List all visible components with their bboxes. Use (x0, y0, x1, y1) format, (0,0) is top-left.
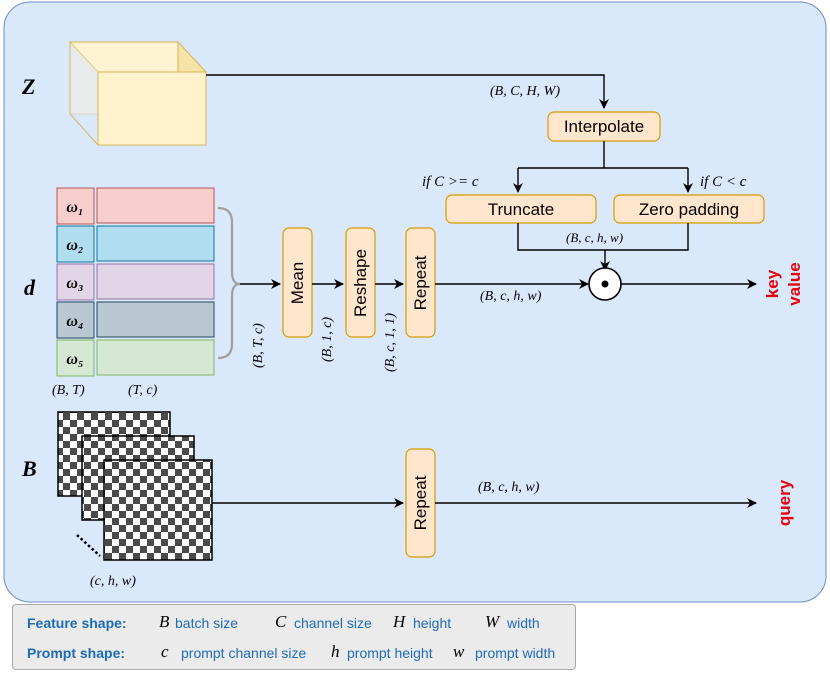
weight-label-3: ω₃ (66, 275, 83, 292)
embedding-row-3 (96, 263, 215, 300)
output-value: value (785, 262, 804, 305)
reshape-label: Reshape (351, 249, 370, 317)
condition-lt: if C < c (700, 174, 747, 190)
legend-prompt-row: Prompt shape: c prompt channel size h pr… (13, 641, 575, 665)
input-z-label: Z (21, 74, 35, 99)
legend-sym-b: B (159, 612, 170, 631)
emb-col-shape: (T, c) (128, 383, 158, 398)
weight-label-1: ω₁ (66, 199, 83, 216)
output-key: key (763, 269, 782, 298)
weight-label-5: ω₅ (66, 351, 83, 368)
input-d-label: d (24, 275, 36, 300)
weight-cell-2 (56, 225, 95, 263)
input-b-label: B (21, 456, 37, 481)
condition-ge: if C >= c (422, 174, 479, 190)
interpolate-label: Interpolate (564, 117, 644, 136)
legend-prompt-label: Prompt shape: (27, 645, 126, 661)
hadamard-dot (601, 280, 609, 288)
legend-sym-w: w (453, 642, 465, 661)
interp-out-shape: (B, c, h, w) (566, 230, 623, 245)
legend-feature-label: Feature shape: (27, 615, 127, 631)
zero-padding-box (613, 194, 765, 224)
embedding-row-1 (96, 187, 215, 224)
mean-box (282, 227, 313, 338)
legend-desc-c: prompt channel size (181, 645, 307, 661)
repeat-label: Repeat (411, 255, 430, 310)
legend-sym-w-upper: W (485, 612, 500, 631)
mean-label: Mean (288, 262, 307, 305)
weight-cell-5 (56, 339, 95, 377)
bc11-shape: (B, c, 1, 1) (383, 313, 398, 372)
b1c-shape: (B, 1, c) (320, 317, 335, 362)
zero-padding-label: Zero padding (639, 200, 739, 219)
feature-cube-icon (68, 40, 208, 147)
embedding-row-2 (96, 225, 215, 262)
prompt-shape-label: (c, h, w) (90, 574, 136, 589)
legend-desc-c-upper: channel size (294, 615, 372, 631)
weight-cell-1 (56, 187, 95, 225)
weight-cell-3 (56, 263, 95, 301)
legend-sym-c: c (161, 642, 169, 661)
legend-feature-row: Feature shape: B batch size C channel si… (13, 611, 575, 635)
truncate-box (445, 194, 597, 224)
repeat-out-shape: (B, c, h, w) (480, 289, 542, 304)
legend-box: Feature shape: B batch size C channel si… (12, 604, 576, 670)
legend-sym-h: h (331, 642, 340, 661)
weight-table: ω₁ ω₂ ω₃ ω₄ ω₅ (56, 187, 215, 377)
truncate-label: Truncate (488, 200, 554, 219)
prompt-stack-icon (57, 411, 213, 561)
embedding-row-5 (96, 339, 215, 376)
legend-desc-h-upper: height (413, 615, 452, 631)
repeat-box (405, 227, 436, 338)
output-query: query (775, 479, 794, 526)
weight-label-4: ω₄ (66, 313, 83, 330)
edge-z-interpolate (206, 74, 609, 109)
reshape-box (345, 227, 376, 338)
legend-desc-b: batch size (175, 615, 239, 631)
edge-truncate-merge (517, 223, 689, 251)
embedding-row-4 (96, 301, 215, 338)
query-shape: (B, c, h, w) (478, 480, 540, 495)
repeat2-label: Repeat (411, 475, 430, 530)
legend-sym-h-upper: H (393, 612, 406, 631)
bt-c-shape: (B, T, c) (251, 323, 266, 368)
legend-desc-w-upper: width (507, 615, 540, 631)
legend-desc-w: prompt width (475, 645, 556, 661)
legend-sym-c-upper: C (275, 612, 287, 631)
z-shape-label: (B, C, H, W) (490, 84, 560, 99)
weight-label-2: ω₂ (66, 237, 83, 254)
weight-cell-4 (56, 301, 95, 339)
legend-desc-h: prompt height (347, 645, 433, 661)
weight-col-shape: (B, T) (52, 383, 85, 398)
